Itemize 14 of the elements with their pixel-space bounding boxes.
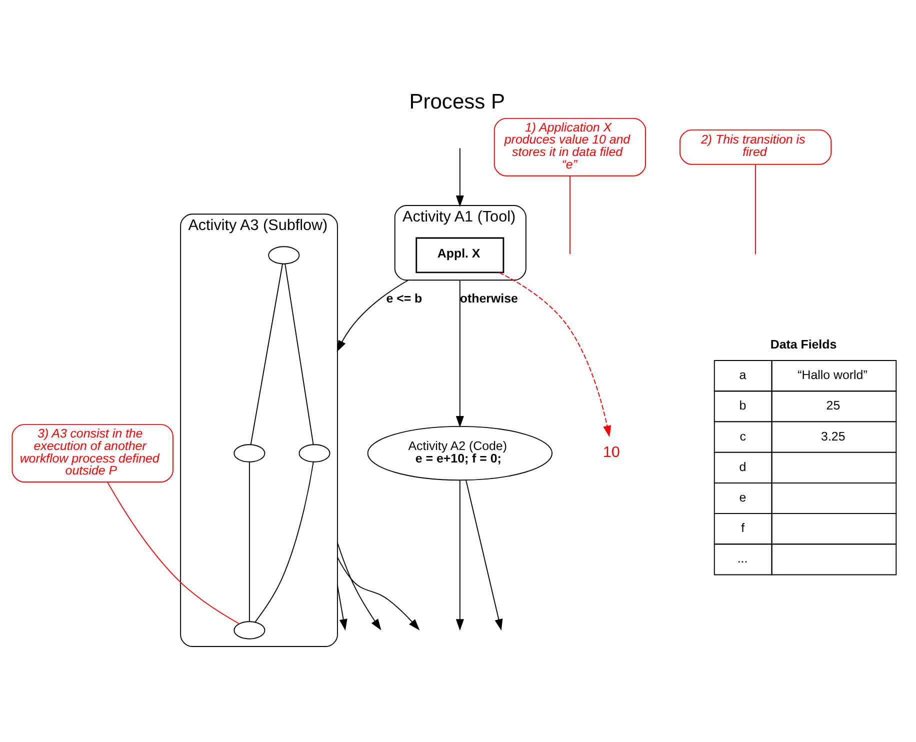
label: a xyxy=(739,368,746,382)
label: e xyxy=(739,490,746,504)
diagram-title: Process P xyxy=(409,90,506,114)
label: “Hallo world” xyxy=(798,368,868,382)
label: Data Fields xyxy=(770,337,837,352)
label: d xyxy=(739,460,746,474)
label: f xyxy=(741,521,745,536)
label: ... xyxy=(737,552,748,566)
label: b xyxy=(739,398,746,413)
label: 3.25 xyxy=(821,429,846,444)
edge-label: e <= b xyxy=(386,292,422,306)
label: c xyxy=(740,429,746,444)
label: 25 xyxy=(826,398,840,413)
node-text: 10 xyxy=(602,444,620,461)
